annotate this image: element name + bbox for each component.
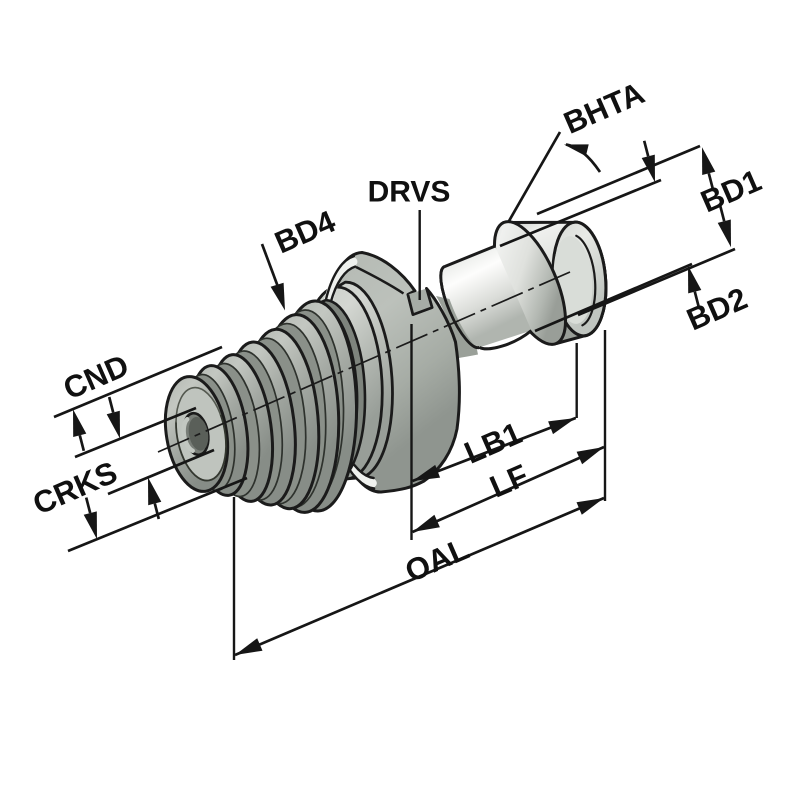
- svg-text:DRVS: DRVS: [368, 176, 451, 209]
